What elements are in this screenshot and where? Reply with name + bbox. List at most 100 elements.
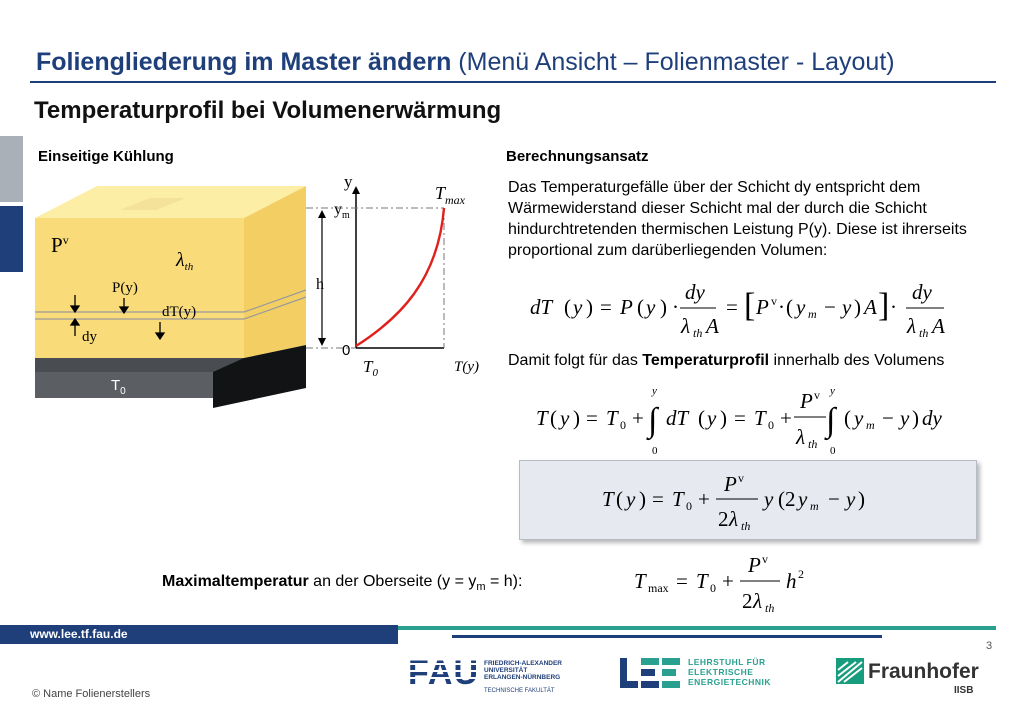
ym-label: ym <box>334 201 350 221</box>
svg-text:(: ( <box>698 406 705 430</box>
ty-label: T(y) <box>454 359 479 375</box>
svg-text:λ: λ <box>728 507 738 531</box>
copyright-text: © Name Folienerstellers <box>32 688 151 700</box>
svg-text:): ) <box>720 406 727 430</box>
svg-text:−: − <box>824 295 836 319</box>
block-right-face <box>244 186 306 358</box>
py-arrow-head <box>118 306 130 315</box>
svg-text:dy: dy <box>912 280 933 304</box>
dy-arrow-down-head <box>69 305 81 314</box>
svg-text:=: = <box>676 569 688 593</box>
svg-text:T: T <box>672 487 685 511</box>
svg-text:T: T <box>606 406 619 430</box>
svg-text:(2: (2 <box>778 487 796 511</box>
dy-label: dy <box>82 329 98 345</box>
lambda-label: λth <box>175 249 194 273</box>
svg-text:(: ( <box>786 295 793 319</box>
svg-text:·: · <box>890 295 897 319</box>
svg-text:v: v <box>814 388 820 402</box>
svg-text:m: m <box>808 307 817 321</box>
graph-y-axis-head <box>352 186 360 194</box>
svg-text:(: ( <box>637 295 644 319</box>
svg-text:A: A <box>930 314 945 338</box>
graph-y-label: y <box>344 172 353 191</box>
svg-text:(: ( <box>550 406 557 430</box>
h-dimension-head-bottom <box>318 338 326 346</box>
svg-text:0: 0 <box>768 418 774 432</box>
svg-text:y: y <box>898 406 910 430</box>
fau-wordmark: FAU <box>408 654 479 692</box>
svg-text:=: = <box>652 487 664 511</box>
fraunhofer-wordmark: Fraunhofer <box>868 660 979 683</box>
block-top-marking <box>120 198 186 210</box>
zero-label: 0 <box>342 342 350 359</box>
svg-text:−: − <box>882 406 894 430</box>
svg-text:dy: dy <box>685 280 706 304</box>
svg-text:0: 0 <box>710 581 716 595</box>
h-dimension-head-top <box>318 210 326 218</box>
svg-text:λ: λ <box>680 314 690 338</box>
svg-text:=: = <box>586 406 598 430</box>
svg-text:[: [ <box>744 287 755 324</box>
side-tab-navy <box>0 206 23 272</box>
footer-bar <box>0 625 398 644</box>
svg-text:2: 2 <box>718 507 729 531</box>
svg-text:T: T <box>536 406 549 430</box>
footer-navy-rule <box>452 635 882 638</box>
fau-logo: FAU FRIEDRICH-ALEXANDER UNIVERSITÄT ERLA… <box>408 656 568 698</box>
svg-text:=: = <box>734 406 746 430</box>
svg-text:v: v <box>771 294 777 308</box>
pv-label: Pv <box>51 233 69 257</box>
slide-title: Foliengliederung im Master ändern (Menü … <box>36 48 895 76</box>
svg-text:dT: dT <box>530 295 554 319</box>
svg-text:v: v <box>738 471 744 485</box>
dty-label: dT(y) <box>162 304 196 320</box>
dty-arrow-head <box>154 332 166 341</box>
svg-text:h: h <box>786 569 797 593</box>
layer-line-side-bottom <box>243 296 307 320</box>
title-divider <box>30 81 996 83</box>
explanation-paragraph: Das Temperaturgefälle über der Schicht d… <box>508 179 967 259</box>
py-label: P(y) <box>112 280 138 296</box>
svg-text:T: T <box>634 569 647 593</box>
svg-text:+: + <box>780 406 792 430</box>
svg-text:+: + <box>698 487 710 511</box>
svg-text:P: P <box>747 553 761 577</box>
t0-graph-label: T0 <box>363 357 378 379</box>
svg-text:y: y <box>794 295 806 319</box>
cold-plate-top <box>35 358 244 372</box>
page-number: 3 <box>986 640 993 652</box>
dy-arrow-up-head <box>69 317 81 326</box>
svg-text:∫: ∫ <box>824 402 838 441</box>
svg-text:+: + <box>632 406 644 430</box>
max-temperature-sentence: Maximaltemperatur an der Oberseite (y = … <box>162 573 523 594</box>
lee-text: LEHRSTUHL FÜR ELEKTRISCHE ENERGIETECHNIK <box>688 657 772 687</box>
svg-text:th: th <box>808 437 817 451</box>
svg-text:(: ( <box>844 406 851 430</box>
svg-text:T: T <box>602 487 615 511</box>
svg-text:): ) <box>854 295 861 319</box>
svg-text:y: y <box>705 406 717 430</box>
svg-text:dT: dT <box>666 406 690 430</box>
footer-url-link[interactable]: www.lee.tf.fau.de <box>30 627 128 641</box>
svg-text:y: y <box>558 406 570 430</box>
svg-text:0: 0 <box>686 499 692 513</box>
svg-text:max: max <box>648 581 669 595</box>
svg-text:T: T <box>696 569 709 593</box>
svg-text:·: · <box>672 295 679 319</box>
svg-text:=: = <box>600 295 612 319</box>
svg-text:(: ( <box>564 295 571 319</box>
svg-text:=: = <box>726 295 738 319</box>
fau-text-block: FRIEDRICH-ALEXANDER UNIVERSITÄT ERLANGEN… <box>484 660 562 681</box>
svg-text:): ) <box>573 406 580 430</box>
slide-subtitle: Temperaturprofil bei Volumenerwärmung <box>34 97 502 124</box>
svg-text:A: A <box>862 295 877 319</box>
svg-text:]: ] <box>878 287 889 324</box>
svg-text:th: th <box>741 519 750 533</box>
t0-block-label: T0 <box>111 377 126 397</box>
h-label: h <box>316 276 324 293</box>
lee-logo-mark <box>620 658 680 688</box>
